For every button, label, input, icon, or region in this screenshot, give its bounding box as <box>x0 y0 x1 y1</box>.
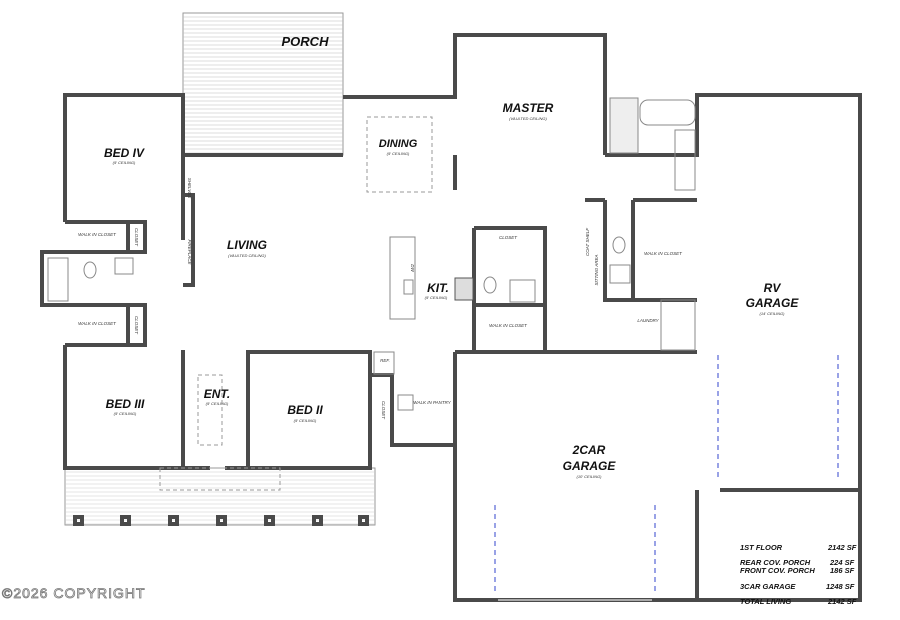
label-fireplace: FIREPLACE <box>187 239 192 265</box>
area-table: 1ST FLOOR 2142 SF REAR COV. PORCH 224 SF… <box>740 543 857 606</box>
room-label-porch: PORCH <box>282 34 330 49</box>
area-value: 224 SF <box>829 558 855 567</box>
ceiling-note: (9' CEILING) <box>114 411 137 416</box>
label-walk-in-closet: WALK IN CLOSET <box>78 321 117 326</box>
room-label-bed2: BED II <box>287 403 323 417</box>
label-ref: REF. <box>380 358 390 363</box>
ceiling-note: (VAULTED CEILING) <box>228 253 266 258</box>
ceiling-note: (9' CEILING) <box>206 401 229 406</box>
label-walk-in-closet: WALK IN CLOSET <box>78 232 117 237</box>
ceiling-note: (9' CEILING) <box>425 295 448 300</box>
ceiling-note: (10' CEILING) <box>577 474 603 479</box>
label-walk-in-pantry: WALK IN PANTRY <box>413 400 451 405</box>
label-laundry: LAUNDRY <box>637 318 659 323</box>
area-label: 3CAR GARAGE <box>740 582 796 591</box>
label-dw: DW <box>410 264 415 272</box>
area-label: REAR COV. PORCH <box>740 558 811 567</box>
ceiling-note: (9' CEILING) <box>294 418 317 423</box>
room-label-living: LIVING <box>227 238 267 252</box>
area-label: TOTAL LIVING <box>740 597 791 606</box>
room-label-2car-garage: GARAGE <box>563 459 617 473</box>
ceiling-note: (VAULTED CEILING) <box>509 116 547 121</box>
copyright-watermark: ©2026 COPYRIGHT <box>2 585 146 601</box>
room-label-master: MASTER <box>503 101 554 115</box>
label-sitting-area: SITTING AREA <box>594 254 599 285</box>
label-closet: CLOSET <box>381 401 386 420</box>
garage-door-markings <box>494 355 839 601</box>
area-value: 2142 SF <box>827 543 857 552</box>
fixtures <box>47 97 696 491</box>
front-porch <box>64 467 376 526</box>
ceiling-note: (9' CEILING) <box>387 151 410 156</box>
label-walk-in-closet: WALK IN CLOSET <box>489 323 528 328</box>
area-value: 186 SF <box>830 566 855 575</box>
label-closet: CLOSET <box>134 316 139 335</box>
ceiling-note: (9' CEILING) <box>113 160 136 165</box>
room-label-rv: RV <box>764 281 782 295</box>
ceiling-note: (14' CEILING) <box>760 311 786 316</box>
label-walk-in-closet: WALK IN CLOSET <box>644 251 683 256</box>
room-label-bed4: BED IV <box>104 146 145 160</box>
room-label-dining: DINING <box>379 138 418 150</box>
label-closet: CLOSET <box>499 235 518 240</box>
room-label-kitchen: KIT. <box>427 281 449 295</box>
label-coat-shelf: COAT SHELF <box>585 228 590 256</box>
room-label-rv-garage: GARAGE <box>746 296 800 310</box>
area-value: 2142 SF <box>827 597 857 606</box>
area-value: 1248 SF <box>826 582 855 591</box>
room-label-bed3: BED III <box>106 397 145 411</box>
area-label: FRONT COV. PORCH <box>740 566 815 575</box>
room-label-entry: ENT. <box>204 387 230 401</box>
room-label-2car: 2CAR <box>572 443 606 457</box>
label-shelves: SHELVES <box>187 178 192 199</box>
area-label: 1ST FLOOR <box>740 543 783 552</box>
label-closet: CLOSET <box>134 228 139 247</box>
